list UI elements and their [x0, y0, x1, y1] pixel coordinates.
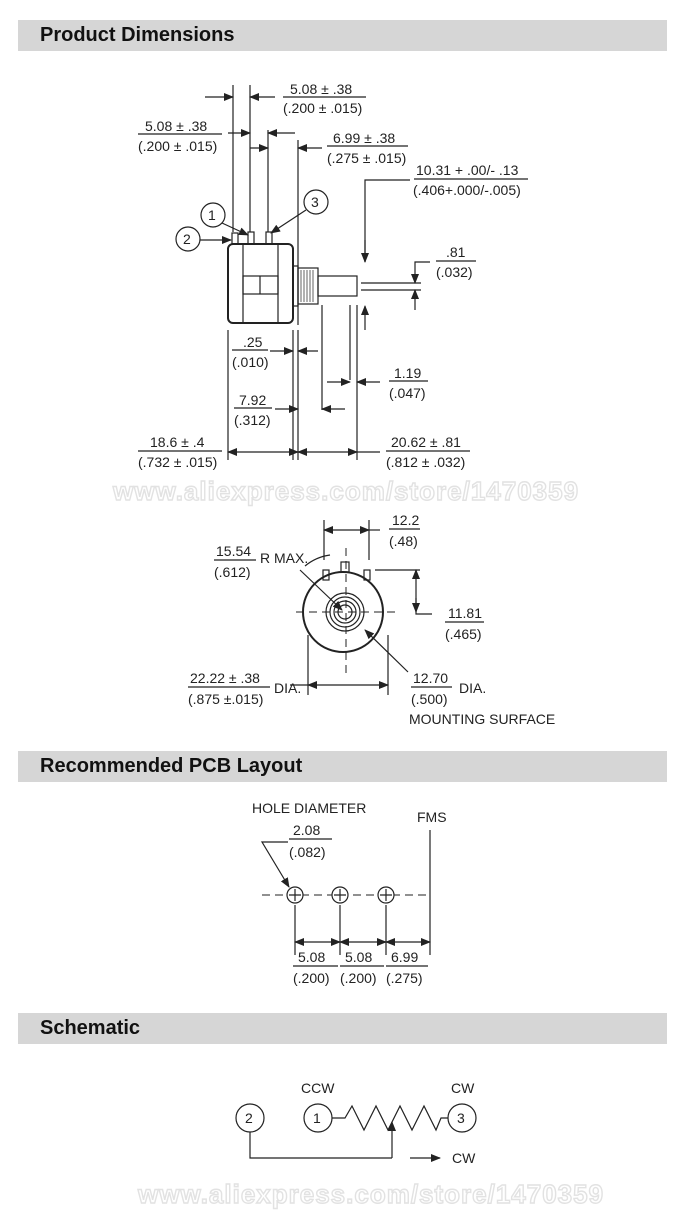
dimension-text: 1	[313, 1110, 321, 1126]
dimension-text: (.48)	[389, 533, 418, 549]
ccw-label: CCW	[301, 1080, 335, 1096]
shaft	[317, 275, 358, 297]
section-title: Product Dimensions	[40, 24, 235, 46]
dimension-text: (.047)	[389, 385, 426, 401]
dim-shaft-flat: .81 (.032)	[436, 244, 476, 280]
dimension-text: (.406+.000/-.005)	[413, 182, 521, 198]
dimension-text: (.200 ± .015)	[283, 100, 362, 116]
dimension-text: 1.19	[394, 365, 421, 381]
dimension-text: 11.81	[448, 605, 482, 621]
dim-bushing-height: 10.31 + .00/- .13 (.406+.000/-.005)	[413, 162, 528, 198]
cw-label: CW	[451, 1080, 475, 1096]
dimension-text: 5.08	[345, 949, 372, 965]
dim-offset: 11.81 (.465)	[445, 605, 484, 642]
dimension-text: (.812 ± .032)	[386, 454, 465, 470]
dimension-text: 12.70	[413, 670, 448, 686]
dim-pin-spacing-left: 5.08 ± .38 (.200 ± .015)	[138, 118, 222, 154]
pin-2	[231, 232, 239, 245]
dimension-text: (.200)	[340, 970, 377, 986]
dimension-text: 10.31 + .00/- .13	[416, 162, 519, 178]
dimension-text: (.200 ± .015)	[138, 138, 217, 154]
cw-direction-label: CW	[452, 1150, 476, 1166]
dim-shaft-length: 20.62 ± .81 (.812 ± .032)	[386, 434, 470, 470]
pin-3	[265, 231, 273, 245]
dim-pin-to-face: 6.99 ± .38 (.275 ± .015)	[327, 130, 408, 166]
dimension-text: (.732 ± .015)	[138, 454, 217, 470]
dimension-text: (.500)	[411, 691, 448, 707]
dimension-text: (.612)	[214, 564, 251, 580]
dimension-text: 5.08 ± .38	[290, 81, 352, 97]
pcb-layout: HOLE DIAMETER 2.08 (.082) FMS 5.08 (.200)…	[252, 800, 447, 986]
watermark: www.aliexpress.com/store/1470359	[137, 1179, 604, 1209]
pin-callout-1: 1	[208, 207, 216, 223]
dim-mount-diameter: 12.70 (.500) DIA. MOUNTING SURFACE	[409, 670, 555, 727]
dim-bushing-length: 7.92 (.312)	[234, 392, 272, 428]
pcb-spacing-3: 6.99 (.275)	[386, 949, 428, 986]
front-view: 15.54(.612)R MAX. 12.2(.48) 11.81(.465) …	[188, 512, 555, 727]
section-header-pcb: Recommended PCB Layout	[18, 751, 667, 782]
pcb-hole-3	[377, 886, 395, 904]
dimension-text: .81	[446, 244, 466, 260]
resistor-zigzag	[332, 1104, 448, 1132]
side-view: 1 2 3 5.08 ± .38 (.200 ± .015) 5.08 ± .38…	[138, 81, 528, 470]
pcb-spacing-2: 5.08 (.200)	[340, 949, 384, 986]
pcb-spacing-1: 5.08 (.200)	[293, 949, 338, 986]
fms-label: FMS	[417, 809, 447, 825]
watermark: www.aliexpress.com/store/1470359	[112, 476, 579, 506]
dimension-text: (.275)	[386, 970, 423, 986]
schematic: 2 1 3 CCW CW CW	[235, 1080, 477, 1166]
dimension-text: (.312)	[234, 412, 271, 428]
pin-1	[247, 231, 255, 245]
dim-shaft-step: 1.19 (.047)	[389, 365, 428, 401]
dimension-text: 6.99 ± .38	[333, 130, 395, 146]
dimension-text: 22.22 ± .38	[190, 670, 260, 686]
dimension-text: 5.08	[298, 949, 325, 965]
pcb-hole-2	[331, 886, 349, 904]
dimension-text: (.032)	[436, 264, 473, 280]
dimension-text: 5.08 ± .38	[145, 118, 207, 134]
dimension-text: 7.92	[239, 392, 266, 408]
dimension-text: (.275 ± .015)	[327, 150, 406, 166]
dimension-text: 15.54	[216, 543, 251, 559]
dim-pin-spacing-top: 5.08 ± .38 (.200 ± .015)	[283, 81, 366, 116]
dim-width: 12.2 (.48)	[389, 512, 420, 549]
dimension-text: (.082)	[289, 844, 326, 860]
dimension-text: 18.6 ± .4	[150, 434, 205, 450]
dimension-text: DIA.	[274, 680, 301, 696]
dim-body-diameter: 22.22 ± .38 (.875 ±.015) DIA.	[188, 670, 301, 707]
dimension-text: .25	[243, 334, 263, 350]
dim-body-length: 18.6 ± .4 (.732 ± .015)	[138, 434, 222, 470]
section-title: Schematic	[40, 1017, 141, 1039]
dimension-text: 20.62 ± .81	[391, 434, 461, 450]
section-header-schematic: Schematic	[18, 1013, 667, 1044]
dimension-text: 2	[245, 1110, 253, 1126]
dimension-text: 6.99	[391, 949, 418, 965]
section-header-dimensions: Product Dimensions	[18, 20, 667, 51]
dimension-text: 12.2	[392, 512, 419, 528]
dimension-text: DIA.	[459, 680, 486, 696]
dimension-text: (.200)	[293, 970, 330, 986]
dimension-text: 3	[457, 1110, 465, 1126]
dim-radius: 15.54 (.612) R MAX.	[214, 543, 308, 580]
dimension-text: R MAX.	[260, 550, 308, 566]
dimension-text: (.010)	[232, 354, 269, 370]
dim-washer: .25 (.010)	[232, 334, 269, 370]
dimension-text: (.465)	[445, 626, 482, 642]
section-title: Recommended PCB Layout	[40, 755, 303, 777]
dimension-text: (.875 ±.015)	[188, 691, 263, 707]
hole-diameter-label: HOLE DIAMETER	[252, 800, 366, 816]
dimension-text: MOUNTING SURFACE	[409, 711, 555, 727]
pin-callout-3: 3	[311, 194, 319, 210]
pin-callout-2: 2	[183, 231, 191, 247]
pcb-hole-1	[286, 886, 304, 904]
hole-diameter-value: 2.08	[293, 822, 320, 838]
